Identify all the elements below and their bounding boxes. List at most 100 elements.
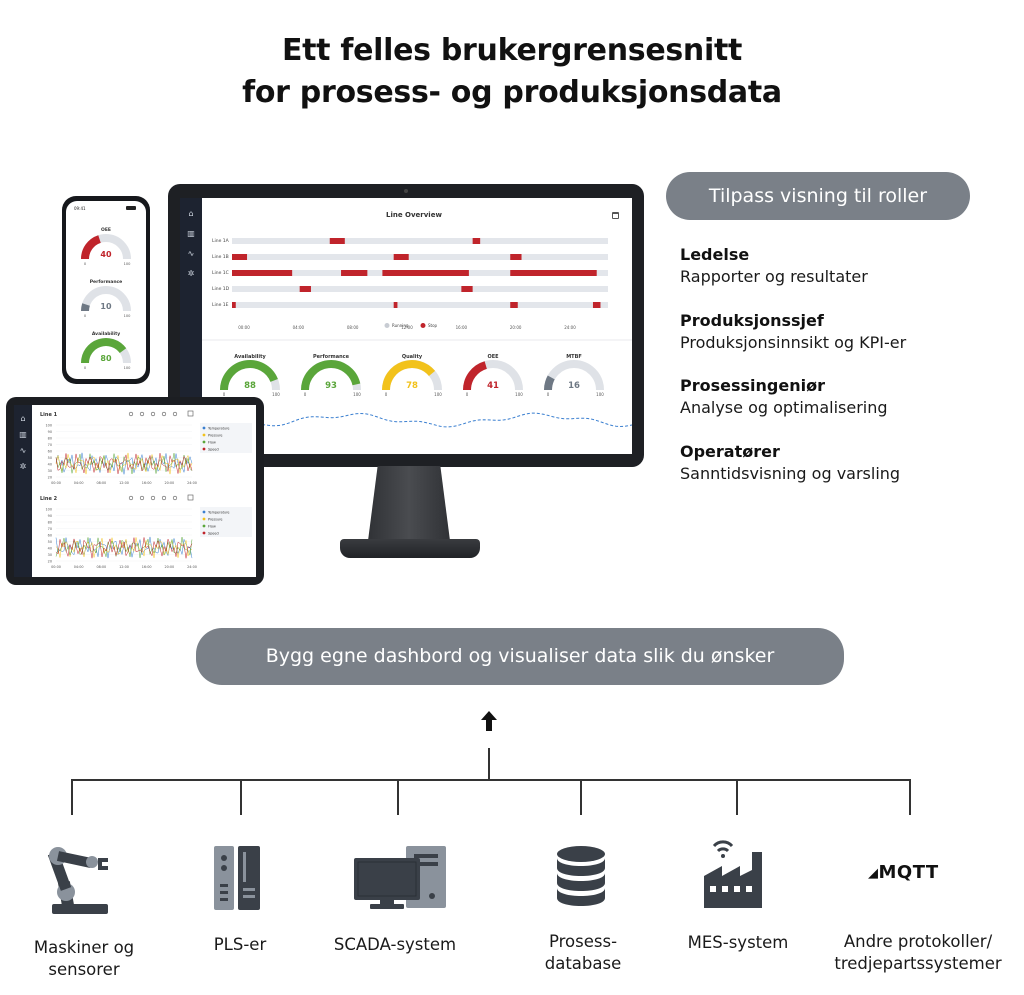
settings-icon[interactable]: ✲ <box>19 462 27 471</box>
gauge-fill <box>81 303 90 312</box>
gauge-track <box>81 286 131 312</box>
mqtt-logo: ◢MQTT <box>868 862 939 883</box>
legend-swatch <box>202 510 206 514</box>
chart-tool-icon[interactable] <box>172 411 178 417</box>
mqtt-logo-text: MQTT <box>878 862 939 883</box>
gantt-stop-bar <box>329 238 345 244</box>
gauge-label: Quality <box>402 354 423 360</box>
legend-stop-swatch <box>420 323 426 328</box>
role-title: Produksjonssjef <box>680 311 824 330</box>
gantt-stop-bar <box>393 302 398 308</box>
y-tick: 20 <box>48 560 52 564</box>
chart-tool-icon[interactable] <box>128 411 134 417</box>
monitor-sidebar: ⌂ ▥ ∿ ✲ <box>180 198 202 454</box>
connector-drop <box>736 779 738 815</box>
gantt-stop-bar <box>232 302 236 308</box>
gauge-min: 0 <box>223 392 226 397</box>
gauge-max: 100 <box>124 262 132 266</box>
chart-tool-icon[interactable] <box>139 411 145 417</box>
gauge-max: 100 <box>124 366 132 370</box>
connector-drop <box>71 779 73 815</box>
gauge-min: 0 <box>304 392 307 397</box>
calendar-icon[interactable] <box>187 410 194 417</box>
source-label-line: SCADA-system <box>333 935 457 954</box>
trend-icon[interactable]: ∿ <box>19 446 27 455</box>
connector-drop <box>580 779 582 815</box>
gantt-running-bar <box>232 286 608 292</box>
bar-chart-icon[interactable]: ▥ <box>187 229 195 238</box>
bar-chart-icon[interactable]: ▥ <box>19 430 27 439</box>
home-icon[interactable]: ⌂ <box>20 414 26 423</box>
chart-tool-icon[interactable] <box>139 495 145 501</box>
chart-tool-icon[interactable] <box>150 411 156 417</box>
home-icon[interactable]: ⌂ <box>188 209 194 218</box>
legend-swatch <box>202 433 206 437</box>
gantt-time-tick: 20:00 <box>510 325 522 330</box>
chart-tool-icon[interactable] <box>128 495 134 501</box>
chart-tool-icon[interactable] <box>161 411 167 417</box>
x-tick: 16:00 <box>142 481 152 485</box>
monitor-title: Line Overview <box>386 211 442 219</box>
chart-tool-icon[interactable] <box>161 495 167 501</box>
x-tick: 08:00 <box>96 481 106 485</box>
y-tick: 90 <box>48 430 52 434</box>
role-item: Produksjonssjef Produksjonsinnsikt og KP… <box>680 310 1010 354</box>
trend-wave <box>207 412 632 428</box>
chart-tool-icon[interactable] <box>172 495 178 501</box>
source-label-mes: MES-system <box>668 932 808 954</box>
legend-box <box>200 507 252 537</box>
gauge-fill <box>81 235 102 260</box>
role-title: Ledelse <box>680 245 750 264</box>
monitor-stand <box>367 466 451 542</box>
phone-status-time: 09:41 <box>74 206 86 211</box>
y-tick: 20 <box>48 476 52 480</box>
trend-icon[interactable]: ∿ <box>187 249 195 258</box>
legend-label: Temperature <box>207 426 229 430</box>
legend-stop-label: Stop <box>428 323 438 328</box>
gantt-row-label: Line 1B <box>212 254 229 260</box>
x-tick: 24:00 <box>187 565 197 569</box>
gantt-stop-bar <box>299 286 311 292</box>
gauge-min: 0 <box>84 366 87 370</box>
x-tick: 20:00 <box>164 565 174 569</box>
gauge-fill <box>382 360 436 391</box>
gantt-time-tick: 00:00 <box>238 325 250 330</box>
source-label-plc: PLS-er <box>170 934 310 956</box>
gauge-value: 40 <box>100 250 112 259</box>
x-tick: 16:00 <box>142 565 152 569</box>
y-tick: 30 <box>48 553 52 557</box>
line-chart-title: Line 2 <box>40 496 58 502</box>
calendar-icon[interactable] <box>187 494 194 501</box>
legend-label: Flow <box>208 440 216 444</box>
series-line <box>55 452 193 475</box>
chart-tool-icon[interactable] <box>150 495 156 501</box>
gantt-stop-bar <box>510 270 597 276</box>
gauge-min: 0 <box>84 314 87 318</box>
page-subtitle: for prosess- og produksjonsdata <box>242 75 782 110</box>
source-label-line: MES-system <box>687 933 789 952</box>
gantt-stop-bar <box>510 302 518 308</box>
legend-label: Flow <box>208 524 216 528</box>
gantt-running-bar <box>232 302 608 308</box>
role-desc: Rapporter og resultater <box>680 267 868 286</box>
y-tick: 100 <box>46 508 52 512</box>
settings-icon[interactable]: ✲ <box>187 269 195 278</box>
calendar-icon[interactable] <box>612 212 619 219</box>
gauge-label: MTBF <box>566 354 582 360</box>
series-line <box>55 453 193 475</box>
gantt-time-tick: 12:00 <box>401 325 413 330</box>
gauge-max: 100 <box>596 392 604 397</box>
gantt-time-tick: 16:00 <box>456 325 468 330</box>
connector-bus <box>71 779 911 781</box>
arrow-up-icon <box>481 711 497 731</box>
gauge-fill <box>81 338 127 364</box>
gantt-time-tick: 04:00 <box>293 325 305 330</box>
x-tick: 04:00 <box>74 565 84 569</box>
source-label-other: Andre protokoller/ tredjepartssystemer <box>818 931 1018 975</box>
